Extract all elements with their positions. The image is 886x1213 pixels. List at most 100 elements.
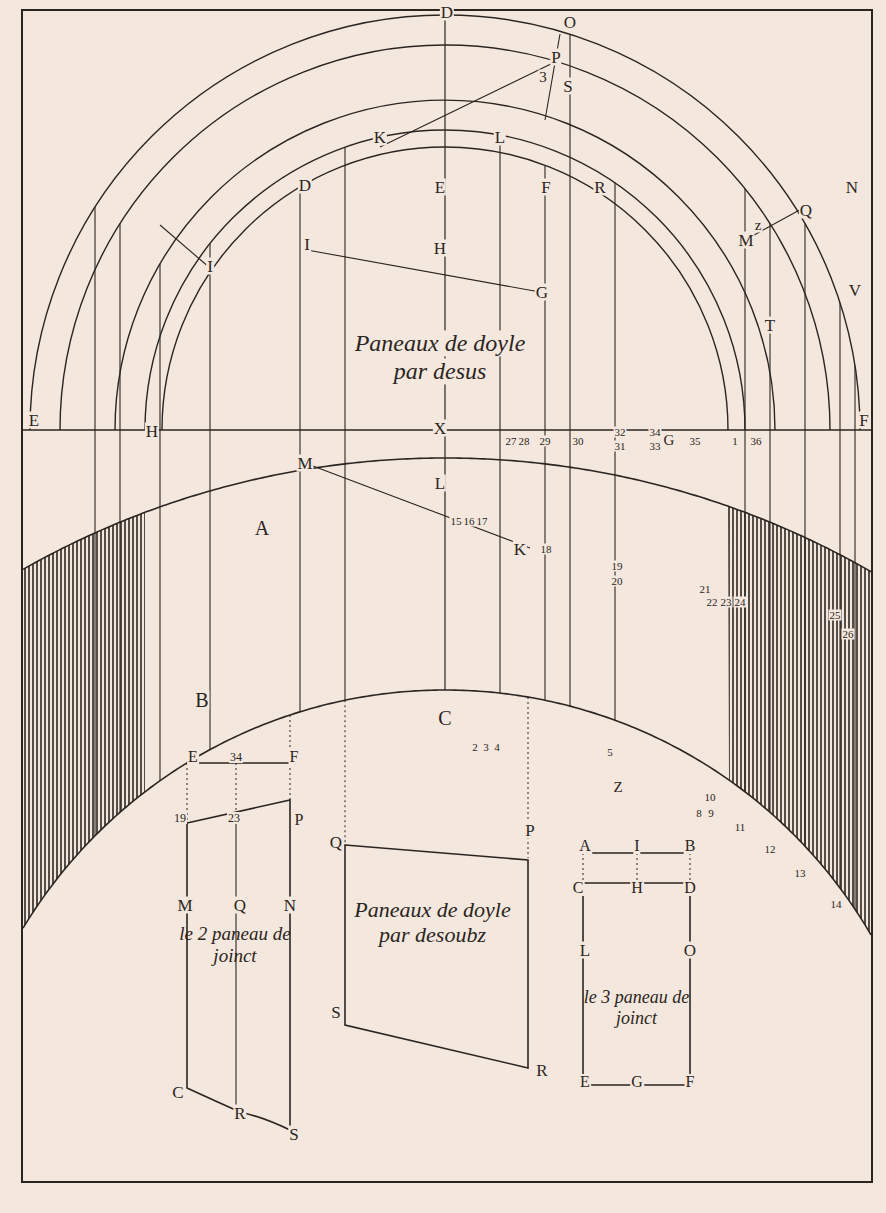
point-label: 22 (706, 597, 719, 608)
point-label: 13 (794, 868, 807, 879)
point-label: G (535, 284, 549, 301)
point-label: L (494, 129, 506, 146)
construction-line (637, 853, 638, 883)
construction-line (804, 224, 805, 847)
point-label: 30 (572, 436, 585, 447)
construction-line (345, 700, 346, 845)
point-label: 34 (649, 427, 662, 438)
point-label: 35 (689, 436, 702, 447)
point-label: 19 (173, 812, 187, 824)
point-label: 25 (829, 610, 842, 621)
point-label: L (434, 475, 446, 492)
point-label: 28 (518, 436, 531, 447)
point-label: 14 (830, 899, 843, 910)
point-label: S (330, 1004, 341, 1021)
point-label: S (288, 1126, 299, 1143)
point-label: I (206, 258, 214, 275)
panel-edge (583, 883, 690, 1085)
construction-line (769, 224, 770, 813)
point-label: 3 (538, 70, 548, 85)
drawing-title: Paneaux de doyle par desus (339, 330, 541, 385)
point-label: 15 (450, 516, 463, 527)
construction-line (236, 763, 237, 818)
point-label: H (630, 880, 644, 896)
point-label: 11 (734, 822, 747, 833)
point-label: V (848, 282, 862, 299)
point-label: 23 (720, 597, 733, 608)
point-label: O (683, 942, 697, 959)
point-label: Q (329, 834, 343, 851)
point-label: 21 (699, 584, 712, 595)
point-label: 18 (540, 544, 553, 555)
point-label: M (296, 455, 313, 472)
point-label: 2 (471, 742, 479, 753)
point-label: F (685, 1074, 696, 1090)
construction-line (499, 135, 500, 693)
point-label: 27 (505, 436, 518, 447)
frame (22, 10, 872, 1182)
point-label: Q (233, 897, 247, 914)
construction-line (583, 853, 584, 883)
point-label: F (858, 412, 869, 429)
construction-line (94, 207, 95, 836)
point-label: B (194, 690, 209, 710)
point-label: 12 (764, 844, 777, 855)
point-label: N (845, 179, 859, 196)
point-label: 23 (227, 812, 241, 824)
point-label: C (437, 708, 452, 728)
point-label: 34 (229, 751, 243, 763)
point-label: E (187, 749, 199, 765)
point-label: M (176, 897, 193, 914)
point-label: O (563, 14, 577, 31)
point-label: 24 (734, 597, 747, 608)
point-label: C (171, 1084, 184, 1101)
point-label: R (593, 179, 606, 196)
point-label: X (433, 420, 447, 437)
point-label: 33 (649, 441, 662, 452)
point-label: 26 (842, 629, 855, 640)
point-label: I (303, 236, 311, 253)
panel-template: le 3 paneau de joinct (575, 875, 700, 1090)
point-label: L (579, 942, 591, 959)
point-label: N (283, 897, 297, 914)
panel-title: le 2 paneau de joinct (174, 923, 296, 967)
panel-template: le 2 paneau de joinct (168, 795, 302, 1140)
construction-line (307, 250, 540, 292)
point-label: 20 (611, 576, 624, 587)
construction-line (839, 303, 840, 888)
point-label: R (233, 1105, 246, 1122)
point-label: 36 (750, 436, 763, 447)
hatched-voussoir (728, 506, 871, 935)
point-label: T (764, 317, 776, 334)
point-label: 29 (539, 436, 552, 447)
point-label: 9 (707, 808, 715, 819)
point-label: A (578, 838, 592, 854)
point-label: 16 (463, 516, 476, 527)
point-label: D (440, 4, 454, 21)
panel-outline (575, 875, 700, 1090)
point-label: 17 (476, 516, 489, 527)
point-label: R (535, 1062, 548, 1079)
point-label: P (294, 812, 305, 828)
point-label: I (633, 838, 640, 854)
construction-line (119, 224, 120, 813)
construction-line (305, 463, 530, 548)
panel-edge (345, 845, 528, 1068)
point-label: K (513, 541, 527, 558)
panel-outline (330, 835, 535, 1075)
point-label: F (540, 179, 551, 196)
construction-line (299, 187, 300, 712)
construction-line (209, 244, 210, 750)
construction-line (744, 189, 745, 792)
point-label: A (254, 518, 270, 538)
point-label: 5 (606, 747, 614, 758)
panel-template: Paneaux de doyle par desoubz (330, 835, 535, 1075)
construction-line (160, 225, 210, 268)
construction-line (23, 458, 871, 572)
hatched-voussoir (23, 512, 145, 928)
point-label: H (433, 240, 447, 257)
point-label: Z (612, 780, 623, 795)
panel-title: le 3 paneau de joinct (583, 987, 690, 1028)
point-label: G (630, 1074, 644, 1090)
point-label: 1 (731, 436, 739, 447)
